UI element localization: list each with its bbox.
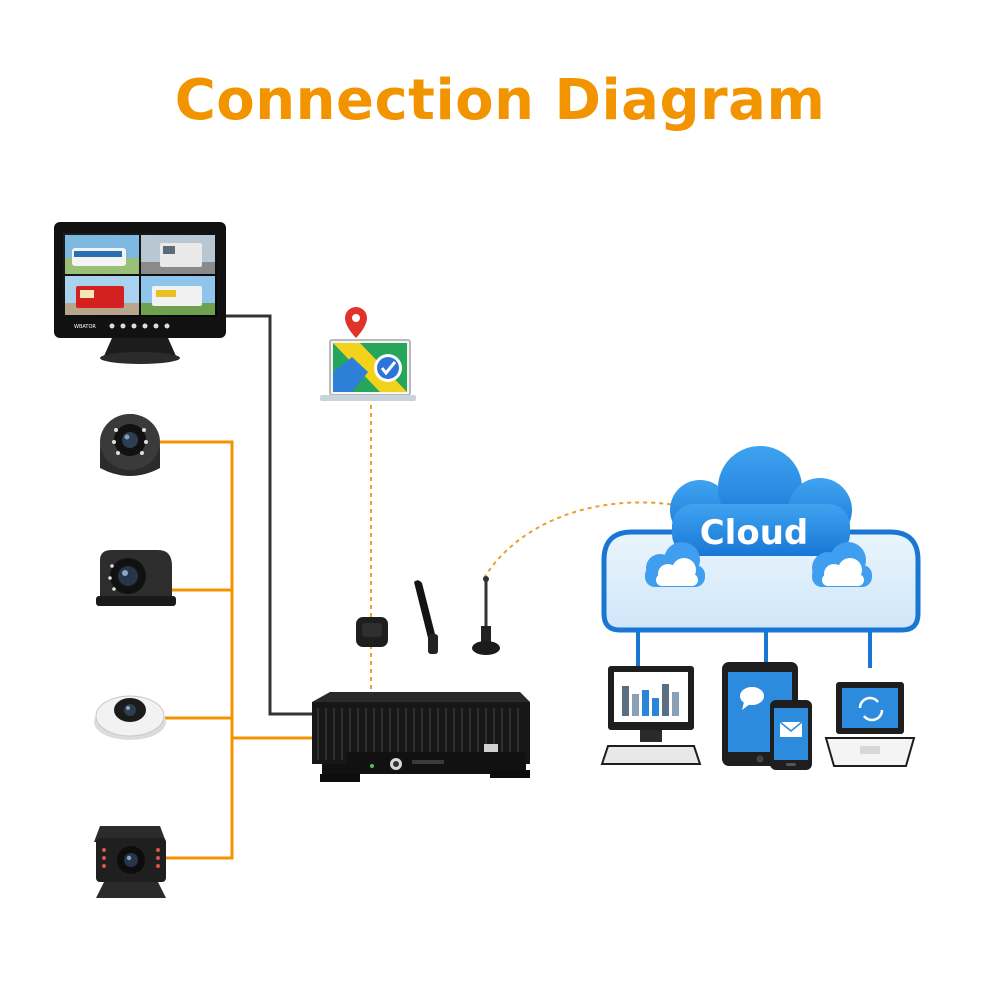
small-cloud-right xyxy=(812,542,872,587)
4g-antenna xyxy=(472,576,500,655)
chat-bubble-icon xyxy=(740,687,764,710)
monitor-cable xyxy=(225,314,312,716)
camera-cables xyxy=(160,440,312,860)
map-location-icon xyxy=(320,307,416,401)
monitor-buttons xyxy=(109,323,170,329)
monitor-screen-tile xyxy=(65,235,139,274)
quad-view-monitor: WBATOR xyxy=(54,222,226,364)
monitor-screen-tile xyxy=(141,276,215,315)
desktop-computer xyxy=(600,666,702,765)
cloud-label: Cloud xyxy=(700,513,809,553)
smartphone xyxy=(770,700,812,770)
gps-antenna xyxy=(356,617,388,647)
dotted-links xyxy=(370,405,683,692)
side-camera xyxy=(96,550,176,606)
small-cloud-left xyxy=(645,542,705,587)
rear-view-camera xyxy=(94,826,166,898)
laptop xyxy=(824,682,916,767)
dome-camera xyxy=(100,414,160,476)
mobile-dvr xyxy=(312,692,530,782)
bar-graph-icon xyxy=(622,684,679,716)
mini-dome-camera xyxy=(94,695,166,740)
monitor-brand: WBATOR xyxy=(74,324,96,330)
sync-icon xyxy=(858,696,884,722)
mail-icon xyxy=(779,721,803,737)
monitor-screen-tile xyxy=(65,276,139,315)
cloud-shape xyxy=(670,446,852,556)
cloud-network: Cloud xyxy=(601,446,921,668)
monitor-screen-tile xyxy=(141,235,215,274)
wifi-antenna xyxy=(414,580,438,654)
page-title: Connection Diagram xyxy=(174,68,826,133)
